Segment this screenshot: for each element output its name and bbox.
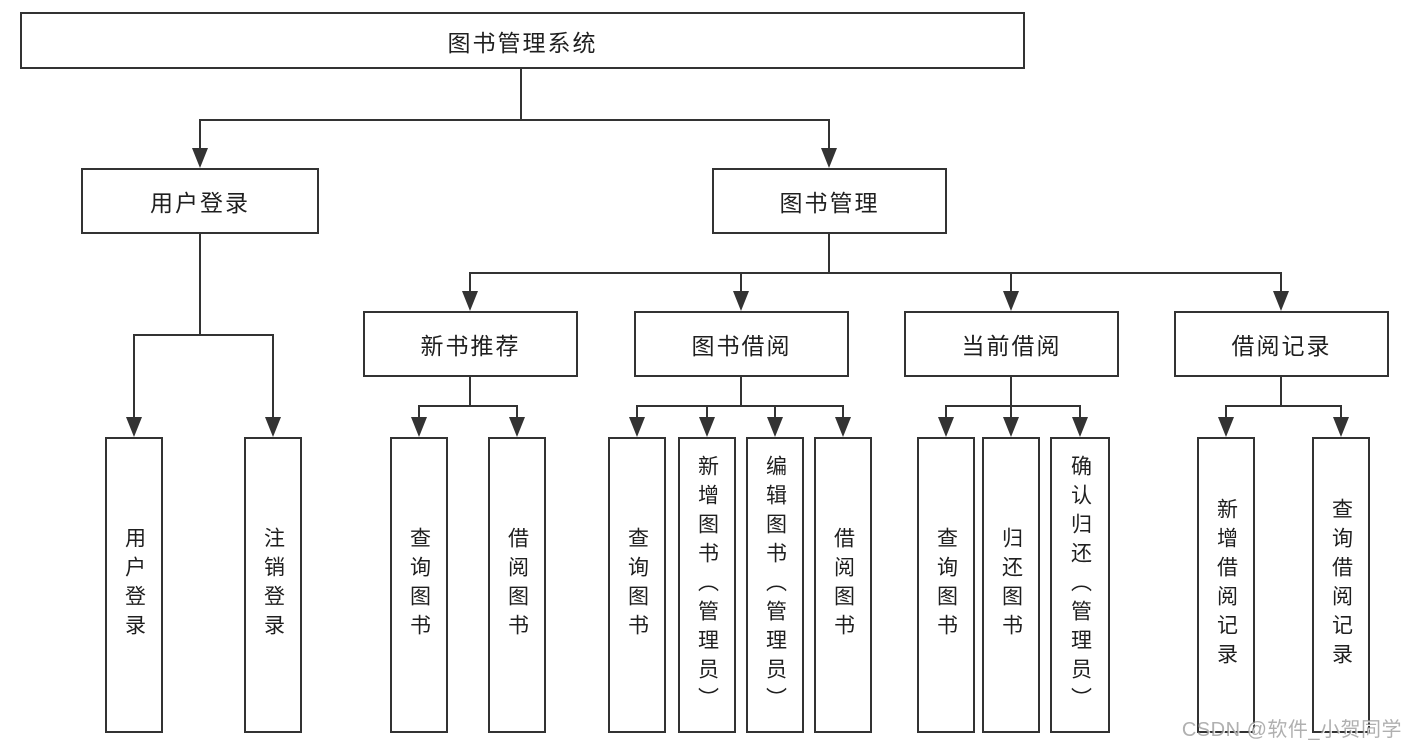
node-user-login: 用户登录 — [81, 168, 319, 234]
connector-rail — [419, 405, 517, 407]
node-book-mgmt: 图书管理 — [712, 168, 947, 234]
leaf-label: 新增借阅记录 — [1214, 498, 1238, 672]
arrow-down-icon — [821, 148, 837, 168]
arrow-down-icon — [1003, 291, 1019, 311]
arrow-down-icon — [1273, 291, 1289, 311]
leaf-label: 查询借阅记录 — [1329, 498, 1353, 672]
connector-bookmgmt-trunk — [828, 234, 830, 274]
leaf-label: 新增图书（管理员） — [695, 454, 719, 716]
node-root: 图书管理系统 — [20, 12, 1025, 69]
leaf-confirm-return-admin: 确认归还（管理员） — [1050, 437, 1110, 733]
connector-stem — [418, 405, 420, 419]
leaf-add-book-admin: 新增图书（管理员） — [678, 437, 736, 733]
node-borrow-records-label: 借阅记录 — [1231, 333, 1332, 359]
leaf-borrow-books: 借阅图书 — [814, 437, 872, 733]
leaf-newbook-query-books: 查询图书 — [390, 437, 448, 733]
arrow-down-icon — [1003, 417, 1019, 437]
connector-rail — [637, 405, 843, 407]
arrow-down-icon — [126, 417, 142, 437]
leaf-label: 查询图书 — [625, 527, 649, 643]
connector-level2-rail — [199, 119, 830, 121]
connector-stem — [1010, 272, 1012, 292]
connector-stem — [774, 405, 776, 419]
leaf-label: 编辑图书（管理员） — [763, 454, 787, 716]
leaf-label: 查询图书 — [934, 527, 958, 643]
connector-userlogin-rail — [133, 334, 274, 336]
leaf-borrow-query-books: 查询图书 — [608, 437, 666, 733]
arrow-down-icon — [835, 417, 851, 437]
connector-stem — [1079, 405, 1081, 419]
leaf-add-borrow-record: 新增借阅记录 — [1197, 437, 1255, 733]
connector-stem — [740, 272, 742, 292]
connector-trunk — [1280, 377, 1282, 407]
leaf-newbook-borrow-books: 借阅图书 — [488, 437, 546, 733]
node-current-borrow-label: 当前借阅 — [961, 333, 1062, 359]
arrow-down-icon — [411, 417, 427, 437]
connector-userlogin-trunk — [199, 234, 201, 336]
node-new-book-recommend: 新书推荐 — [363, 311, 578, 377]
connector-stem — [516, 405, 518, 419]
arrow-down-icon — [462, 291, 478, 311]
arrow-down-icon — [1072, 417, 1088, 437]
connector-stem — [1340, 405, 1342, 419]
arrow-down-icon — [1333, 417, 1349, 437]
arrow-down-icon — [265, 417, 281, 437]
leaf-logout-label: 注销登录 — [261, 527, 285, 643]
leaf-label: 借阅图书 — [831, 527, 855, 643]
connector-stem — [828, 119, 830, 149]
leaf-logout: 注销登录 — [244, 437, 302, 733]
leaf-return-books: 归还图书 — [982, 437, 1040, 733]
connector-stem — [636, 405, 638, 419]
arrow-down-icon — [1218, 417, 1234, 437]
arrow-down-icon — [733, 291, 749, 311]
node-current-borrow: 当前借阅 — [904, 311, 1119, 377]
leaf-query-borrow-record: 查询借阅记录 — [1312, 437, 1370, 733]
leaf-edit-book-admin: 编辑图书（管理员） — [746, 437, 804, 733]
connector-rail — [946, 405, 1080, 407]
node-root-label: 图书管理系统 — [447, 29, 598, 56]
node-book-mgmt-label: 图书管理 — [779, 190, 880, 216]
arrow-down-icon — [509, 417, 525, 437]
connector-stem — [842, 405, 844, 419]
leaf-user-login: 用户登录 — [105, 437, 163, 733]
node-book-borrow: 图书借阅 — [634, 311, 849, 377]
connector-stem — [469, 272, 471, 292]
arrow-down-icon — [192, 148, 208, 168]
node-new-book-recommend-label: 新书推荐 — [420, 333, 521, 359]
connector-level3-rail — [470, 272, 1282, 274]
leaf-current-query-books: 查询图书 — [917, 437, 975, 733]
node-user-login-label: 用户登录 — [150, 190, 250, 216]
connector-stem — [1280, 272, 1282, 292]
connector-trunk — [469, 377, 471, 407]
leaf-label: 查询图书 — [407, 527, 431, 643]
arrow-down-icon — [699, 417, 715, 437]
leaf-label: 确认归还（管理员） — [1068, 454, 1092, 716]
connector-stem — [945, 405, 947, 419]
connector-stem — [133, 334, 135, 418]
leaf-label: 借阅图书 — [505, 527, 529, 643]
csdn-watermark: CSDN @软件_小贺同学 — [1181, 719, 1402, 741]
node-borrow-records: 借阅记录 — [1174, 311, 1389, 377]
arrow-down-icon — [938, 417, 954, 437]
connector-stem — [706, 405, 708, 419]
connector-trunk — [740, 377, 742, 407]
leaf-user-login-label: 用户登录 — [122, 527, 146, 643]
connector-stem — [272, 334, 274, 418]
leaf-label: 归还图书 — [999, 527, 1023, 643]
node-book-borrow-label: 图书借阅 — [691, 333, 792, 359]
connector-root-trunk — [520, 69, 522, 120]
connector-trunk — [1010, 377, 1012, 407]
connector-stem — [1225, 405, 1227, 419]
arrow-down-icon — [629, 417, 645, 437]
connector-stem — [199, 119, 201, 149]
connector-rail — [1226, 405, 1341, 407]
arrow-down-icon — [767, 417, 783, 437]
connector-stem — [1010, 405, 1012, 419]
